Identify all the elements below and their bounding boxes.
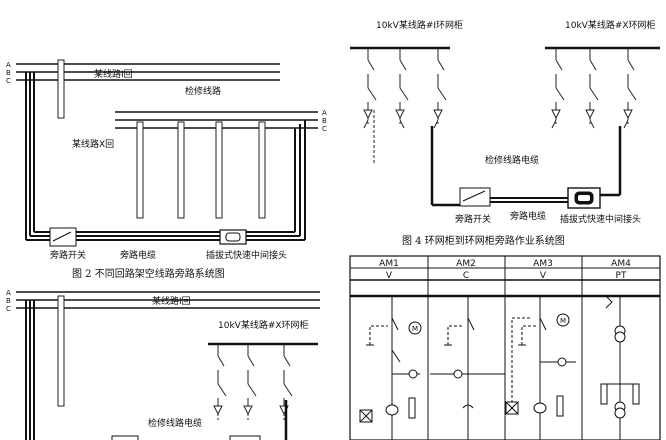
pole-1 <box>57 295 65 407</box>
col-am4: AM4 <box>611 259 631 269</box>
cable-label: 旁路电缆 <box>120 249 156 261</box>
col-am3: AM3 <box>533 259 553 269</box>
bypass-switch <box>111 435 139 440</box>
figure-3: A B C 某线路Ⅰ回 10kV某线路#X环网柜 检修线路电缆 <box>6 289 320 440</box>
pole-2 <box>136 121 144 219</box>
figure-2: A B C 某线路Ⅰ回 某线路X回 检修线路 A B C 旁路开关 旁路电缆 插… <box>6 59 327 280</box>
phase-c-label: C <box>6 77 11 85</box>
maint-cable-label: 检修线路电缆 <box>148 417 202 429</box>
motor-icon <box>408 321 422 335</box>
phase-a-right: A <box>322 109 327 117</box>
phase-b-label: B <box>6 69 11 77</box>
motor-icon <box>556 313 570 327</box>
am1-schematic: M <box>359 296 422 440</box>
motor-label: M <box>560 317 566 325</box>
maint-line-label: 检修线路 <box>185 85 221 97</box>
pole-1 <box>57 59 65 119</box>
maint-cable-label: 检修线路电缆 <box>485 154 539 166</box>
phase-c-label: C <box>6 305 11 313</box>
pole-3 <box>177 121 185 219</box>
col-am2: AM2 <box>456 259 476 269</box>
cabinet-1-title: 10kV某线路#Ⅰ环网柜 <box>376 19 463 31</box>
am3-schematic: M <box>505 296 576 440</box>
col-am1: AM1 <box>379 259 399 269</box>
pole-5 <box>258 121 266 219</box>
type-am1: V <box>386 271 393 281</box>
line-1-label: 某线路Ⅰ回 <box>152 295 191 307</box>
figure-4: 10kV某线路#Ⅰ环网柜 10kV某线路#X环网柜 检修线路电缆 旁路开关 旁路… <box>350 19 660 247</box>
switch-label: 旁路开关 <box>50 249 86 261</box>
cabinet-x-title: 10kV某线路#X环网柜 <box>218 319 309 331</box>
phase-a-label: A <box>6 61 11 69</box>
am4-schematic <box>600 295 640 440</box>
phase-c-right: C <box>322 125 327 133</box>
caption-fig2: 图 2 不同回路架空线路旁路系统图 <box>72 267 225 280</box>
line-x-label: 某线路X回 <box>72 138 114 150</box>
switch-label: 旁路开关 <box>455 213 491 225</box>
type-am3: V <box>540 271 547 281</box>
cabinet-x-title: 10kV某线路#X环网柜 <box>565 19 656 31</box>
caption-fig4: 图 4 环网柜到环网柜旁路作业系统图 <box>402 234 565 247</box>
type-am4: PT <box>616 271 627 281</box>
line-1-label: 某线路Ⅰ回 <box>94 68 133 80</box>
joint-label: 插拔式快速中间接头 <box>206 249 287 261</box>
motor-label: M <box>412 325 418 333</box>
cabinet-schematic-table: AM1 AM2 AM3 AM4 V C V PT M <box>349 255 661 440</box>
bypass-switch <box>459 187 491 207</box>
phase-a-label: A <box>6 289 11 297</box>
bypass-switch <box>49 227 77 247</box>
cable-label: 旁路电缆 <box>510 210 546 222</box>
phase-b-label: B <box>6 297 11 305</box>
pole-4 <box>215 121 223 219</box>
type-am2: C <box>463 271 469 281</box>
am2-schematic <box>430 296 505 440</box>
phase-b-right: B <box>322 117 327 125</box>
quick-joint <box>229 435 261 440</box>
joint-label: 插拔式快速中间接头 <box>560 213 641 225</box>
